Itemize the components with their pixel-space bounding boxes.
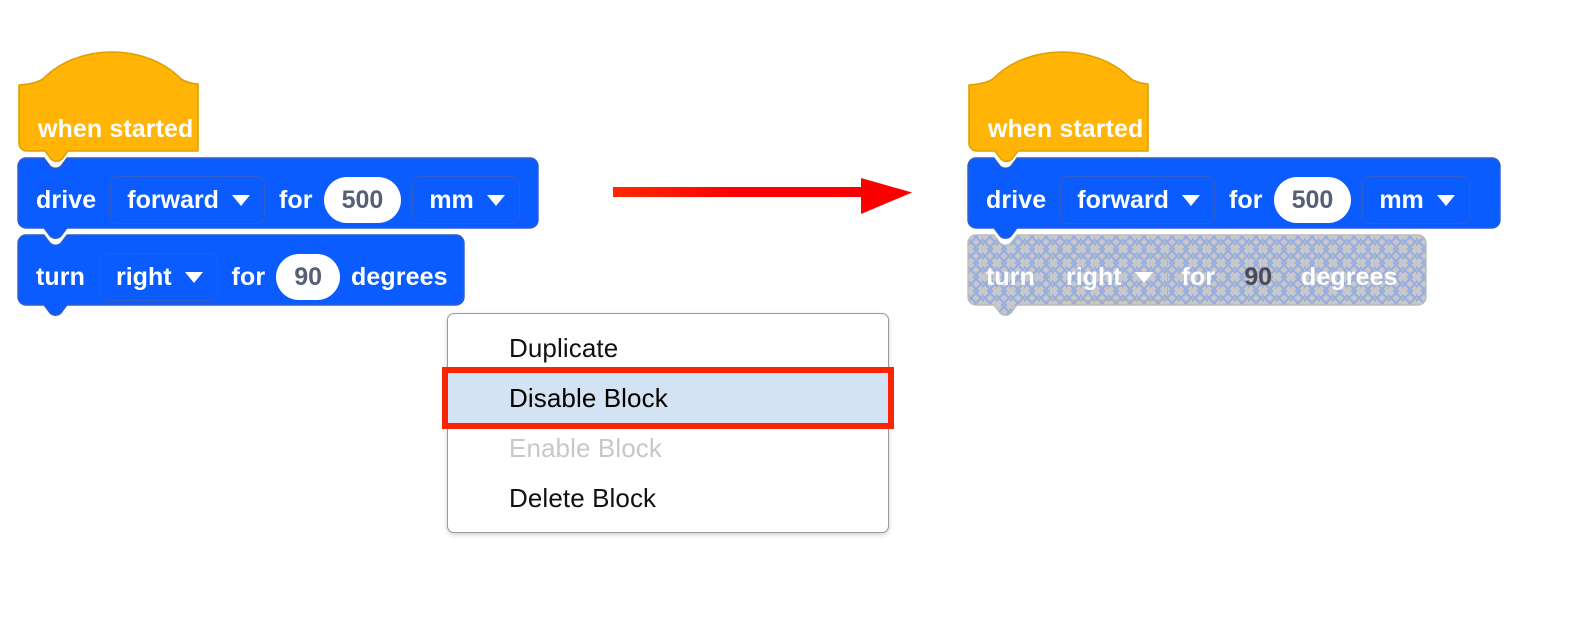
dropdown-drive-unit[interactable]: mm — [412, 176, 520, 224]
context-menu-item-disable-wrapper: Disable Block — [442, 367, 894, 429]
input-turn-value-text: 90 — [294, 262, 322, 291]
dropdown-drive-after-direction-label: forward — [1077, 185, 1169, 214]
block-drive-after[interactable]: drive forward for 500 mm — [967, 157, 1501, 239]
dropdown-drive-direction-label: forward — [127, 185, 219, 214]
dropdown-drive-after-direction[interactable]: forward — [1060, 176, 1215, 224]
block-drive-verb: drive — [36, 185, 97, 214]
input-turn-after-value-text: 90 — [1244, 262, 1272, 291]
block-turn-after-connector: for — [1181, 262, 1216, 291]
chevron-down-icon — [1134, 271, 1153, 283]
block-when-started[interactable]: when started — [18, 51, 206, 163]
chevron-down-icon — [1181, 194, 1200, 206]
dropdown-drive-after-unit-label: mm — [1379, 185, 1424, 214]
block-drive-after-verb: drive — [986, 185, 1047, 214]
block-drive[interactable]: drive forward for 500 mm — [17, 157, 539, 239]
block-stack-before[interactable]: when started drive forward for 500 — [17, 51, 539, 316]
chevron-down-icon — [231, 194, 250, 206]
dropdown-turn-direction[interactable]: right — [99, 253, 218, 301]
context-menu-item-disable-block-label: Disable Block — [509, 382, 668, 413]
context-menu-item-enable-block-label: Enable Block — [509, 432, 662, 463]
block-stack-after[interactable]: when started drive forward for 500 — [967, 51, 1501, 316]
block-turn-after-disabled[interactable]: turn right for 90 degrees — [967, 234, 1427, 316]
dropdown-turn-after-direction-label: right — [1066, 262, 1122, 291]
dropdown-drive-direction[interactable]: forward — [110, 176, 265, 224]
context-menu-item-delete-block[interactable]: Delete Block — [448, 473, 888, 523]
context-menu-item-duplicate[interactable]: Duplicate — [448, 323, 888, 373]
block-turn[interactable]: turn right for 90 degrees — [17, 234, 465, 316]
dropdown-turn-direction-label: right — [116, 262, 172, 291]
block-turn-unit: degrees — [351, 262, 448, 291]
context-menu[interactable]: Duplicate Disable Block Enable Block Del… — [442, 313, 894, 533]
input-drive-after-value-text: 500 — [1291, 185, 1334, 214]
block-drive-after-connector: for — [1228, 185, 1263, 214]
input-turn-after-value[interactable]: 90 — [1226, 254, 1290, 300]
block-turn-after-unit: degrees — [1301, 262, 1398, 291]
context-menu-item-duplicate-label: Duplicate — [509, 332, 619, 363]
block-turn-after-verb: turn — [986, 262, 1035, 291]
chevron-down-icon — [1436, 194, 1455, 206]
block-drive-connector: for — [278, 185, 313, 214]
transition-arrow — [608, 170, 918, 222]
input-turn-value[interactable]: 90 — [276, 254, 340, 300]
context-menu-item-disable-block[interactable]: Disable Block — [448, 373, 888, 423]
block-when-started-after[interactable]: when started — [968, 51, 1156, 163]
dropdown-drive-after-unit[interactable]: mm — [1362, 176, 1470, 224]
chevron-down-icon — [184, 271, 203, 283]
input-drive-value[interactable]: 500 — [323, 177, 402, 223]
context-menu-item-enable-block: Enable Block — [448, 423, 888, 473]
block-when-started-label: when started — [38, 115, 194, 143]
chevron-down-icon — [486, 194, 505, 206]
block-when-started-after-label: when started — [988, 115, 1144, 143]
dropdown-turn-after-direction[interactable]: right — [1049, 253, 1168, 301]
dropdown-drive-unit-label: mm — [429, 185, 474, 214]
block-turn-connector: for — [231, 262, 266, 291]
input-drive-value-text: 500 — [341, 185, 384, 214]
context-menu-item-delete-block-label: Delete Block — [509, 482, 657, 513]
input-drive-after-value[interactable]: 500 — [1273, 177, 1352, 223]
block-turn-verb: turn — [36, 262, 85, 291]
